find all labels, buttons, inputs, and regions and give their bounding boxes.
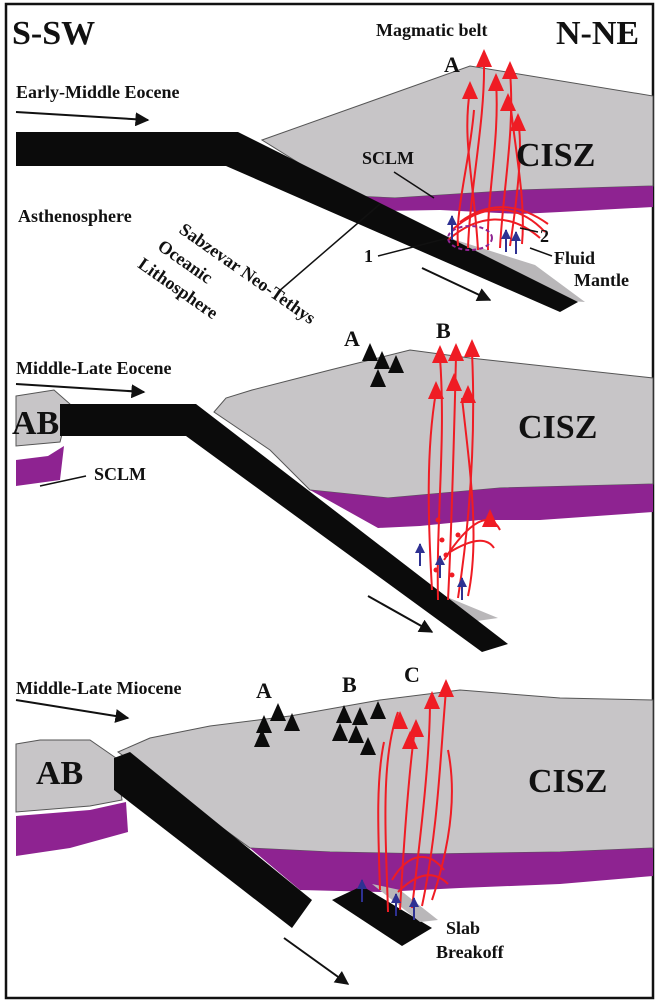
panel1-title: Early-Middle Eocene <box>16 82 179 102</box>
direction-right: N-NE <box>556 15 639 52</box>
marker-2: 2 <box>540 226 549 246</box>
sclm-label: SCLM <box>362 148 414 168</box>
direction-left: S-SW <box>12 15 95 52</box>
belt-a-label: A <box>444 52 460 77</box>
belt-b-label: B <box>342 672 357 697</box>
fluid-label: Fluid <box>554 248 595 268</box>
ab-label: AB <box>12 405 59 442</box>
mantle-label: Mantle <box>574 270 629 290</box>
marker-1: 1 <box>364 246 373 266</box>
belt-c-label: C <box>404 662 420 687</box>
slab-breakoff-label-2: Breakoff <box>436 942 505 962</box>
cisz-label: CISZ <box>518 409 597 446</box>
belt-a-label: A <box>344 326 360 351</box>
panel3-title: Middle-Late Miocene <box>16 678 181 698</box>
cisz-label: CISZ <box>516 137 595 174</box>
cisz-label: CISZ <box>528 763 607 800</box>
asthenosphere-label: Asthenosphere <box>18 206 132 226</box>
ab-label: AB <box>36 755 83 792</box>
belt-a-label: A <box>256 678 272 703</box>
slab-breakoff-label: Slab <box>446 918 480 938</box>
panel2-title: Middle-Late Eocene <box>16 358 171 378</box>
magmatic-belt-label: Magmatic belt <box>376 20 487 40</box>
belt-b-label: B <box>436 318 451 343</box>
sclm-label: SCLM <box>94 464 146 484</box>
